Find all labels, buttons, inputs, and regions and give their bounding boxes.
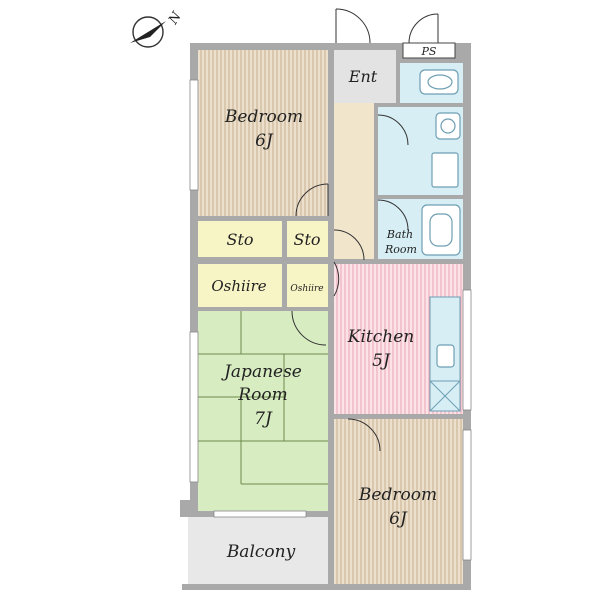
compass-needle-icon bbox=[130, 21, 166, 43]
kitchen-name: Kitchen bbox=[347, 327, 414, 347]
bedroom-bottom-floor bbox=[334, 419, 463, 584]
storage-left-floor bbox=[198, 221, 282, 257]
entrance-label: Ent bbox=[348, 67, 378, 86]
kitchen-sink-icon bbox=[436, 344, 455, 368]
bedroom-top-floor bbox=[198, 50, 328, 216]
windows bbox=[189, 79, 472, 561]
balcony-floor bbox=[188, 517, 328, 584]
bedroom-bottom-size: 6J bbox=[389, 509, 408, 529]
interior-walls bbox=[188, 50, 463, 590]
pipe-space-label: PS bbox=[421, 45, 437, 58]
bathroom-label-line2: Room bbox=[384, 243, 417, 256]
pipe-space-box bbox=[402, 42, 456, 59]
entrance-floor bbox=[334, 50, 396, 103]
bedroom-bottom-name: Bedroom bbox=[358, 485, 437, 505]
compass-north-label: N bbox=[166, 9, 186, 28]
oshiire-left-label: Oshiire bbox=[211, 277, 266, 295]
oshiire-right-label: Oshiire bbox=[290, 284, 323, 294]
kitchen-size: 5J bbox=[372, 351, 391, 371]
washing-machine-icon bbox=[431, 152, 459, 188]
storage-right-label: Sto bbox=[293, 230, 320, 249]
storage-left-label: Sto bbox=[226, 230, 253, 249]
washbasin-icon bbox=[435, 112, 461, 140]
bedroom-top-size: 6J bbox=[255, 131, 274, 151]
japanese-room-floor bbox=[198, 311, 328, 511]
hallway-floor bbox=[334, 103, 374, 263]
toilet-icon bbox=[419, 69, 459, 95]
oshiire-right-floor bbox=[287, 264, 328, 307]
balcony-edge bbox=[182, 584, 332, 590]
bathtub-icon bbox=[421, 204, 461, 256]
japanese-room-line1: Japanese bbox=[221, 362, 302, 382]
bedroom-top-name: Bedroom bbox=[224, 107, 303, 127]
bathroom-label-line1: Bath bbox=[386, 228, 413, 241]
oshiire-left-floor bbox=[198, 264, 282, 307]
tatami-lines bbox=[198, 311, 328, 485]
storage-right-floor bbox=[287, 221, 328, 257]
japanese-room-line2: Room bbox=[237, 385, 287, 405]
japanese-room-size: 7J bbox=[254, 409, 273, 429]
balcony-label: Balcony bbox=[226, 542, 296, 562]
kitchen-counter bbox=[429, 296, 461, 412]
door-swings bbox=[291, 8, 439, 452]
compass: N bbox=[130, 9, 186, 48]
